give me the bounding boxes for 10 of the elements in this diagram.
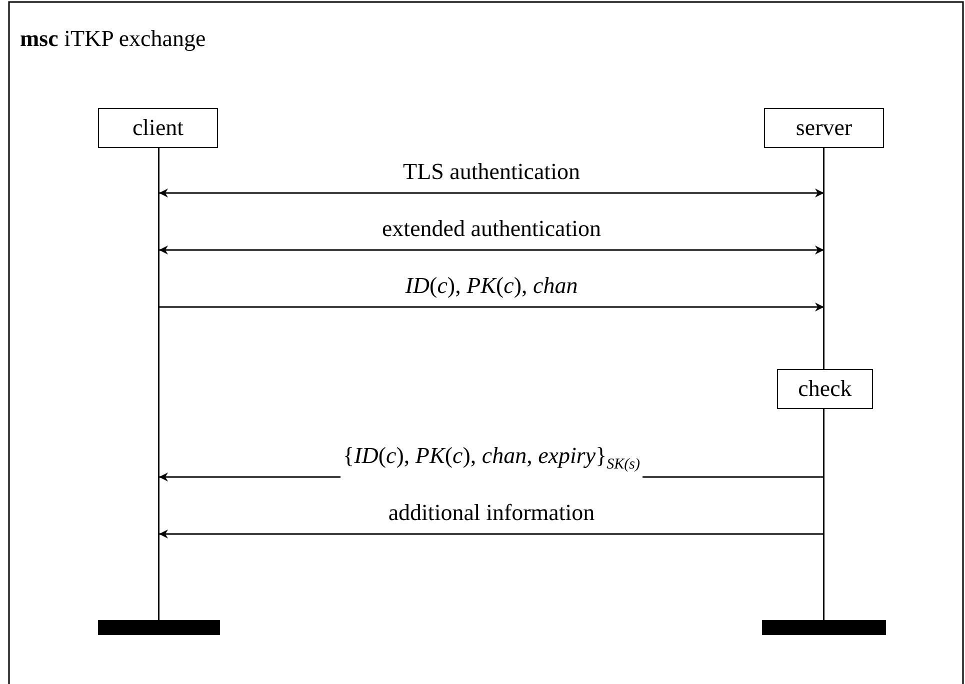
message-arrow (159, 188, 824, 198)
lifeline-end-bar (762, 620, 886, 635)
instance-box: server (764, 108, 884, 148)
diagram-title: msc iTKP exchange (20, 26, 206, 52)
instance-box: client (98, 108, 218, 148)
action-box: check (777, 369, 873, 409)
message-arrow (159, 246, 824, 254)
lifeline-end-bar (98, 620, 220, 635)
message-arrow (159, 530, 824, 538)
message-arrow (159, 302, 824, 312)
